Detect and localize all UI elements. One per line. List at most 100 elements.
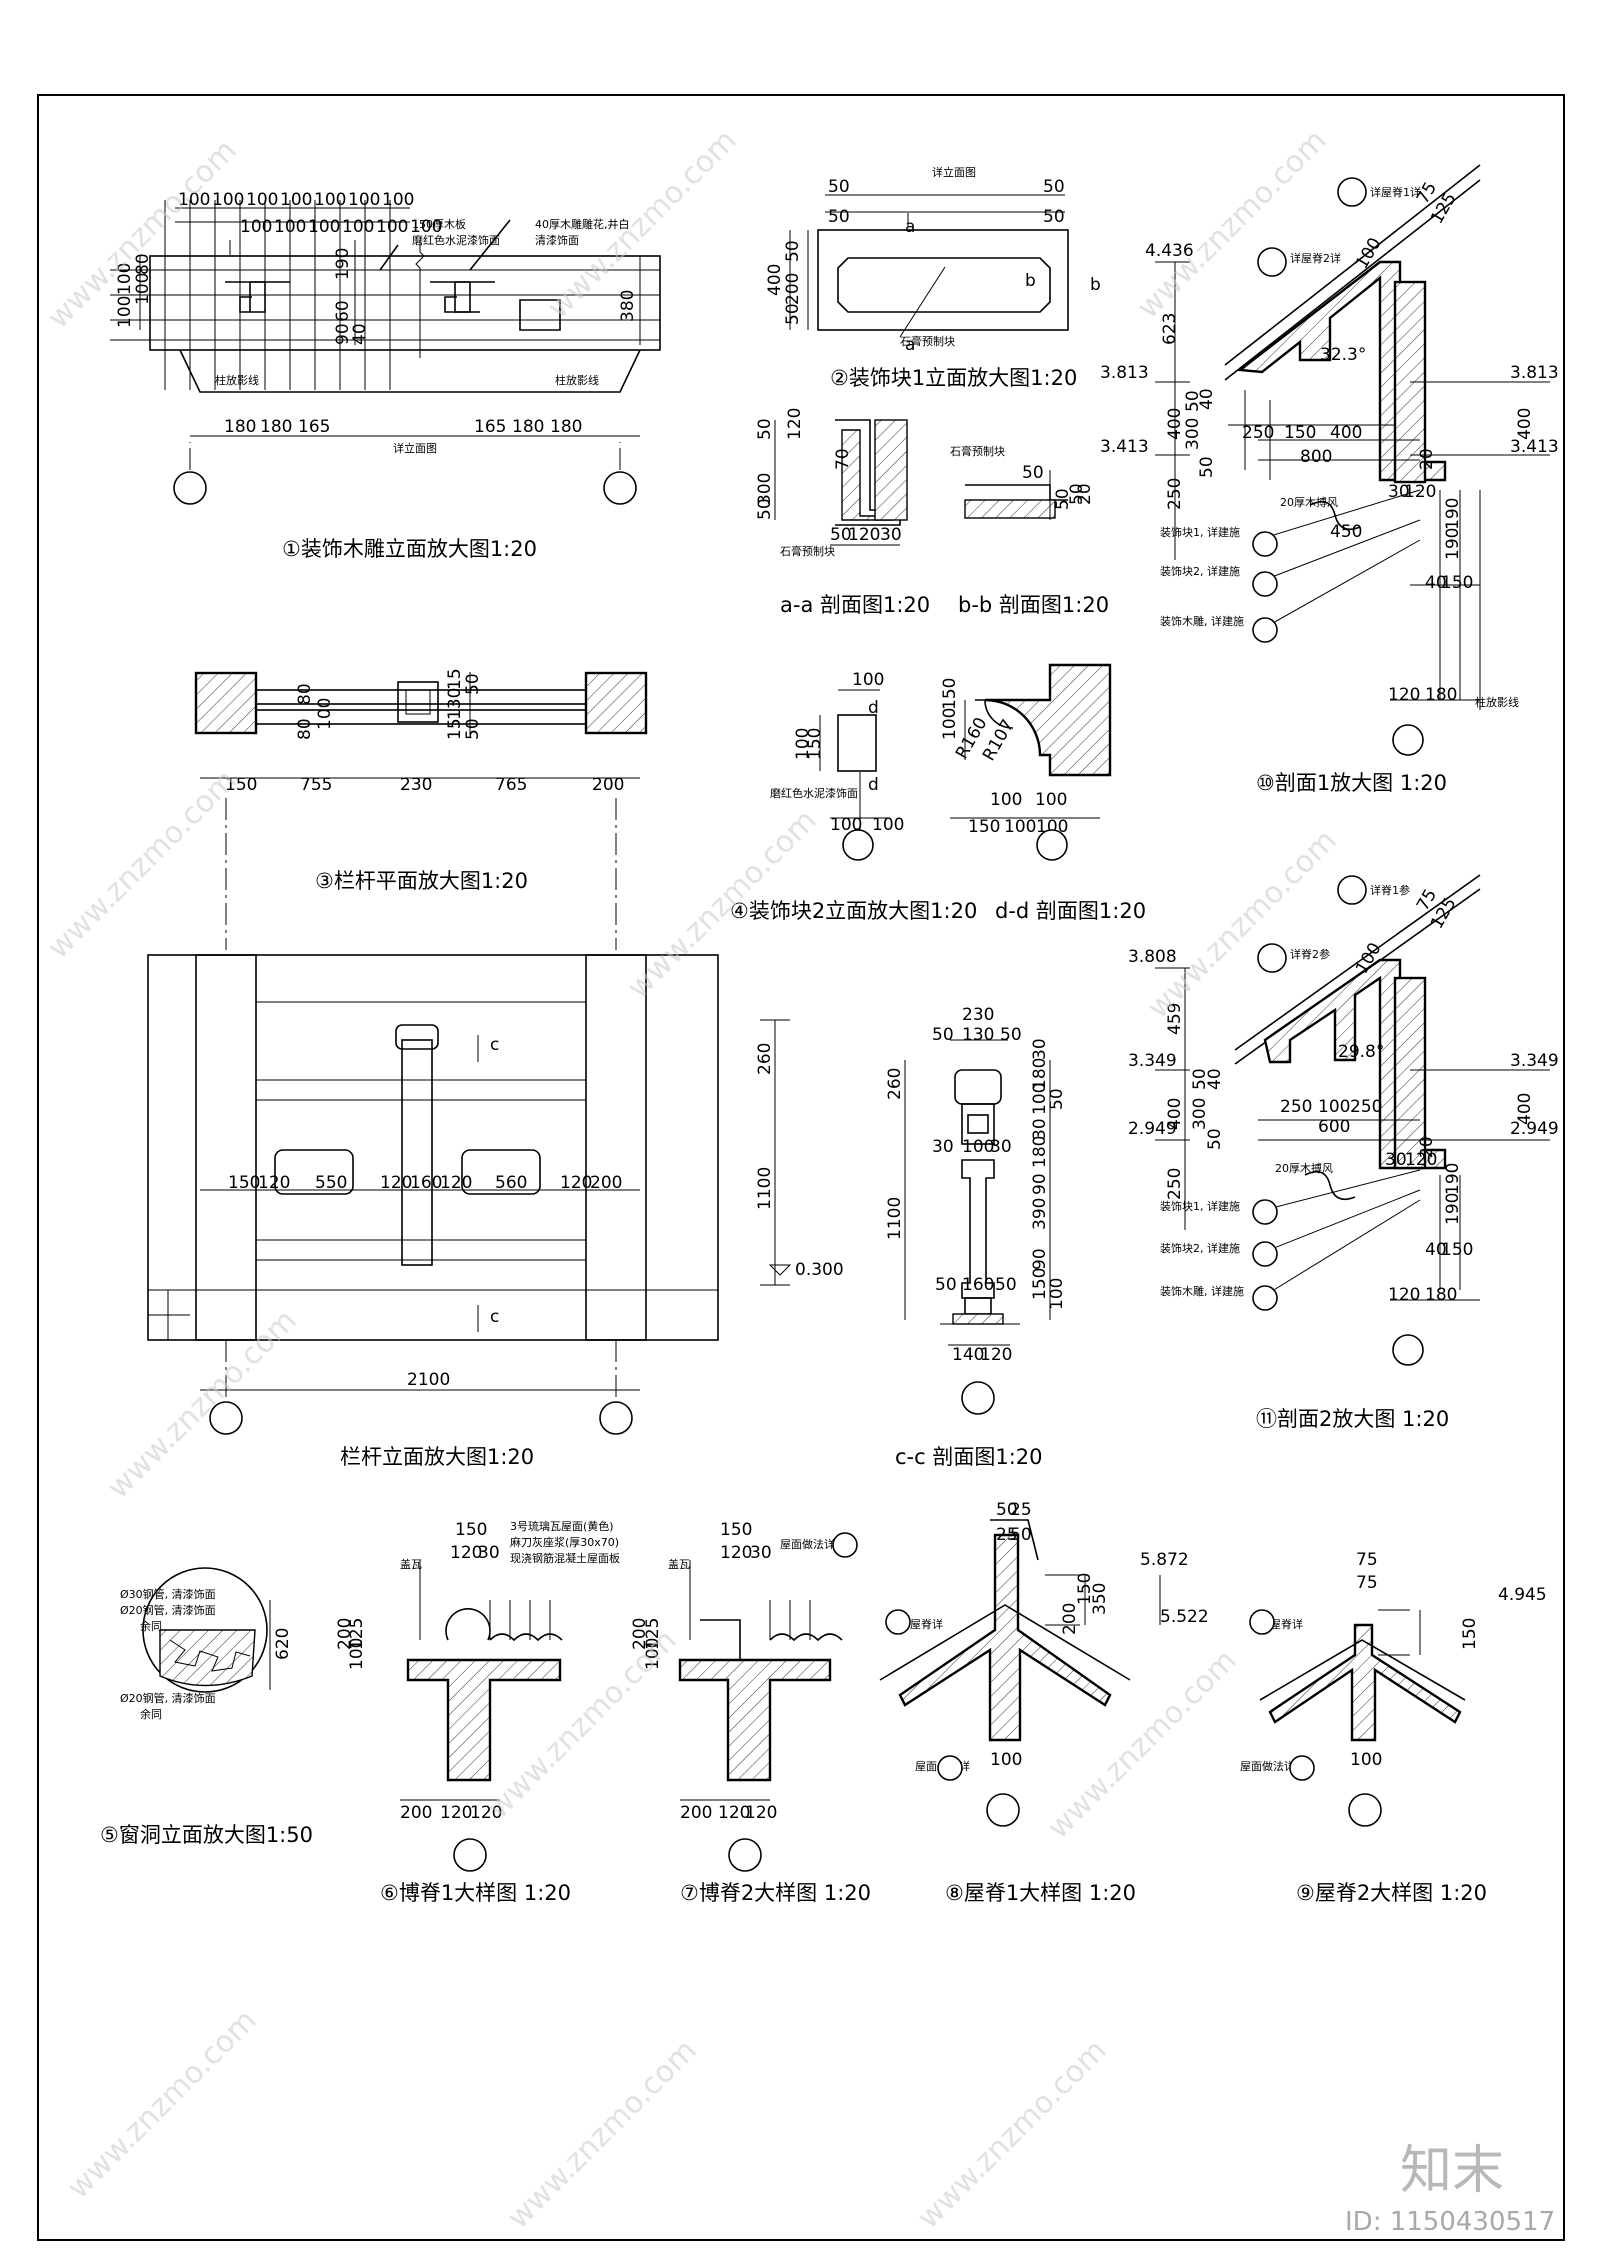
svg-text:550: 550 [315,1173,347,1193]
svg-text:100: 100 [348,190,380,210]
svg-text:800: 800 [1300,447,1332,467]
svg-text:2.949: 2.949 [1128,1119,1177,1139]
svg-text:120: 120 [1404,482,1436,502]
svg-text:装饰块2, 详建施: 装饰块2, 详建施 [1160,564,1240,578]
svg-text:Ø20钢管, 清漆饰面: Ø20钢管, 清漆饰面 [120,1603,216,1617]
watermark-site-text: www.znzmo.com [501,2033,704,2236]
svg-text:190: 190 [1443,1193,1463,1225]
svg-text:100: 100 [1035,790,1067,810]
svg-text:石膏预制块: 石膏预制块 [780,544,835,558]
svg-text:20厚木搏风: 20厚木搏风 [1280,495,1338,509]
svg-text:200: 200 [400,1803,432,1823]
svg-text:磨红色水泥漆饰面: 磨红色水泥漆饰面 [412,233,500,247]
svg-text:50: 50 [828,207,850,227]
detail-3-title: ③栏杆平面放大图1:20 [315,869,528,893]
svg-text:120: 120 [440,1173,472,1193]
svg-text:50: 50 [1000,1025,1022,1045]
svg-text:详屋脊1详: 详屋脊1详 [1370,185,1421,199]
svg-text:190: 190 [1443,498,1463,530]
svg-text:150: 150 [1030,1268,1050,1300]
svg-text:120: 120 [980,1345,1012,1365]
svg-text:150: 150 [1284,423,1316,443]
svg-text:25: 25 [1010,1500,1032,1520]
svg-text:100: 100 [240,217,272,237]
svg-text:屋脊详: 屋脊详 [910,1617,943,1631]
svg-text:75: 75 [1356,1550,1378,1570]
svg-text:150: 150 [940,678,960,710]
detail-9-title: ⑨屋脊2大样图 1:20 [1296,1881,1487,1905]
svg-text:100: 100 [342,217,374,237]
svg-text:459: 459 [1165,1003,1185,1035]
svg-text:100: 100 [376,217,408,237]
svg-text:120: 120 [848,525,880,545]
svg-text:100: 100 [962,1137,994,1157]
watermark-site-text: www.znzmo.com [61,2003,264,2206]
svg-text:3号琉璃瓦屋面(黄色): 3号琉璃瓦屋面(黄色) [510,1519,614,1533]
svg-text:装饰块1, 详建施: 装饰块1, 详建施 [1160,525,1240,539]
svg-text:余同: 余同 [140,1707,162,1721]
svg-text:29.8°: 29.8° [1338,1042,1384,1062]
svg-text:20: 20 [1075,483,1095,505]
svg-text:150: 150 [1441,1240,1473,1260]
svg-text:30: 30 [1030,1038,1050,1060]
svg-text:50: 50 [1205,1128,1225,1150]
svg-text:100: 100 [643,1638,663,1670]
svg-text:250: 250 [1165,478,1185,510]
svg-text:30: 30 [990,1137,1012,1157]
svg-text:400: 400 [1515,408,1535,440]
railing-title: 栏杆立面放大图1:20 [340,1445,534,1469]
svg-text:180: 180 [1425,685,1457,705]
svg-text:190: 190 [1443,528,1463,560]
svg-text:余同: 余同 [140,1619,162,1633]
svg-text:180: 180 [224,417,256,437]
svg-text:50: 50 [995,1275,1017,1295]
svg-text:120: 120 [560,1173,592,1193]
svg-text:30: 30 [750,1543,772,1563]
svg-text:40: 40 [1205,1068,1225,1090]
svg-text:90: 90 [333,323,353,345]
svg-text:2.949: 2.949 [1510,1119,1559,1139]
svg-text:450: 450 [1330,522,1362,542]
svg-text:100: 100 [872,815,904,835]
watermark-site-text: www.znzmo.com [1141,823,1344,1026]
svg-text:90: 90 [1030,1173,1050,1195]
svg-text:50: 50 [932,1025,954,1045]
watermark-site-text: www.znzmo.com [481,1623,684,1826]
svg-text:620: 620 [273,1628,293,1660]
section-bb: 50 50 50 20 石膏预制块 b-b 剖面图1:20 [950,444,1109,617]
svg-text:d: d [868,698,879,718]
watermark-id: ID: 1150430517 [1345,2207,1555,2237]
svg-text:180: 180 [1030,1058,1050,1090]
svg-text:50: 50 [1047,1088,1067,1110]
svg-text:100: 100 [315,698,335,730]
svg-text:400: 400 [765,264,785,296]
svg-text:390: 390 [1030,1198,1050,1230]
svg-text:100: 100 [990,1750,1022,1770]
svg-text:c: c [490,1307,499,1327]
svg-text:260: 260 [885,1068,905,1100]
svg-text:60: 60 [333,300,353,322]
svg-text:200: 200 [680,1803,712,1823]
svg-text:100: 100 [178,190,210,210]
svg-text:详屋脊2详: 详屋脊2详 [1290,251,1341,265]
svg-text:130: 130 [962,1025,994,1045]
svg-text:250: 250 [1165,1168,1185,1200]
svg-text:120: 120 [1405,1150,1437,1170]
detail-4-title: ④装饰块2立面放大图1:20 [730,899,977,923]
svg-text:25: 25 [996,1525,1018,1545]
svg-text:柱放影线: 柱放影线 [215,373,259,387]
svg-text:200: 200 [630,1618,650,1650]
svg-text:15: 15 [445,668,465,690]
svg-text:560: 560 [495,1173,527,1193]
svg-text:100: 100 [115,296,135,328]
detail-5-window-opening: 620 Ø30钢管, 清漆饰面 Ø20钢管, 清漆饰面 余同 Ø20钢管, 清漆… [100,1567,313,1847]
svg-text:柱放影线: 柱放影线 [1475,695,1519,709]
watermark-site-text: www.znzmo.com [1131,123,1334,326]
svg-text:c: c [490,1035,499,1055]
